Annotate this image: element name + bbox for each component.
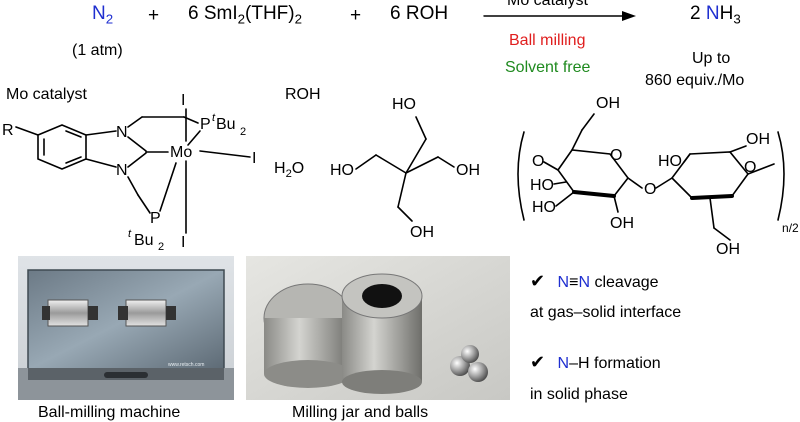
mo-catalyst-label: Mo catalyst: [6, 86, 87, 103]
plus-sign-1: +: [148, 5, 160, 26]
n2-pressure-note: (1 atm): [72, 42, 123, 59]
machine-brand-label: www.retsch.com: [168, 362, 204, 368]
jar-caption: Milling jar and balls: [292, 404, 429, 421]
r-group-label: R: [2, 122, 14, 139]
water-label: H2O: [274, 160, 305, 180]
oh-label-3: OH: [456, 162, 480, 179]
oh-top-2: OH: [746, 131, 770, 148]
ho-label-cell-3: HO: [658, 153, 682, 170]
pentaerythritol-structure: HO HO OH OH: [330, 96, 480, 241]
tert-label-top: t: [212, 112, 216, 124]
svg-text:2: 2: [240, 126, 246, 138]
ho-label-cell-2: HO: [532, 199, 556, 216]
ball-milling-condition: Ball milling: [509, 32, 586, 49]
repeat-n-label: n/2: [782, 221, 799, 235]
cellulose-structure: n/2 OH O O HO HO OH O O OH HO OH: [517, 95, 799, 258]
p-atom-top: P: [200, 116, 211, 133]
oh-top-1: OH: [596, 95, 620, 112]
check-icon: ✔: [530, 271, 546, 291]
note-solid-phase: in solid phase: [530, 386, 628, 403]
solvent-free-condition: Solvent free: [505, 59, 591, 76]
roh-label: ROH: [285, 86, 321, 103]
n-atom-upper: N: [116, 124, 128, 141]
mo-atom: Mo: [170, 144, 192, 161]
plus-sign-2: +: [350, 5, 362, 26]
yield-line-2: 860 equiv./Mo: [645, 72, 745, 89]
note-nh-formation: ✔ N–H formation: [530, 352, 661, 372]
tert-label-bottom: t: [128, 228, 132, 240]
iodide-right: I: [252, 150, 256, 167]
reactant-n2: N2: [92, 3, 114, 27]
tbu-top: Bu: [216, 116, 236, 133]
note-interface: at gas–solid interface: [530, 304, 682, 321]
o-left-linkage: O: [532, 153, 544, 170]
n-atom-lower: N: [116, 162, 128, 179]
svg-text:2: 2: [158, 241, 164, 253]
ho-label-2: HO: [330, 162, 354, 179]
oh-bottom-2: OH: [716, 241, 740, 258]
reactant-smi2: 6 SmI2(THF)2: [188, 3, 303, 27]
ho-label-cell-1: HO: [530, 177, 554, 194]
ball-milling-machine-photo: www.retsch.com: [18, 256, 234, 400]
oh-bottom-1: OH: [610, 215, 634, 232]
triple-bond-symbol: ≡: [569, 274, 579, 291]
milling-jar-photo: [246, 256, 510, 400]
ho-label-1: HO: [392, 96, 416, 113]
ring-oxygen-1: O: [610, 147, 622, 164]
jar-illustration: [246, 256, 510, 400]
product-nh3: 2 NH3: [690, 3, 741, 27]
yield-line-1: Up to: [692, 50, 731, 67]
p-atom-bottom: P: [150, 210, 161, 227]
machine-illustration: www.retsch.com: [18, 256, 234, 400]
iodide-top: I: [181, 92, 185, 109]
arrow-catalyst-label: Mo catalyst: [507, 0, 588, 9]
note-nn-cleavage: ✔ N≡N cleavage: [530, 271, 659, 291]
machine-caption: Ball-milling machine: [38, 404, 181, 421]
n2-symbol: N: [92, 3, 106, 24]
tbu-bottom: Bu: [134, 232, 154, 249]
glycosidic-oxygen: O: [644, 181, 656, 198]
oh-label-4: OH: [410, 224, 434, 241]
check-icon-2: ✔: [530, 352, 546, 372]
mo-catalyst-structure: R N N Mo P t Bu 2 P t Bu 2 I I I: [2, 92, 256, 253]
iodide-bottom: I: [181, 234, 185, 251]
reaction-arrow: [483, 11, 636, 21]
reactant-roh: 6 ROH: [390, 3, 449, 24]
